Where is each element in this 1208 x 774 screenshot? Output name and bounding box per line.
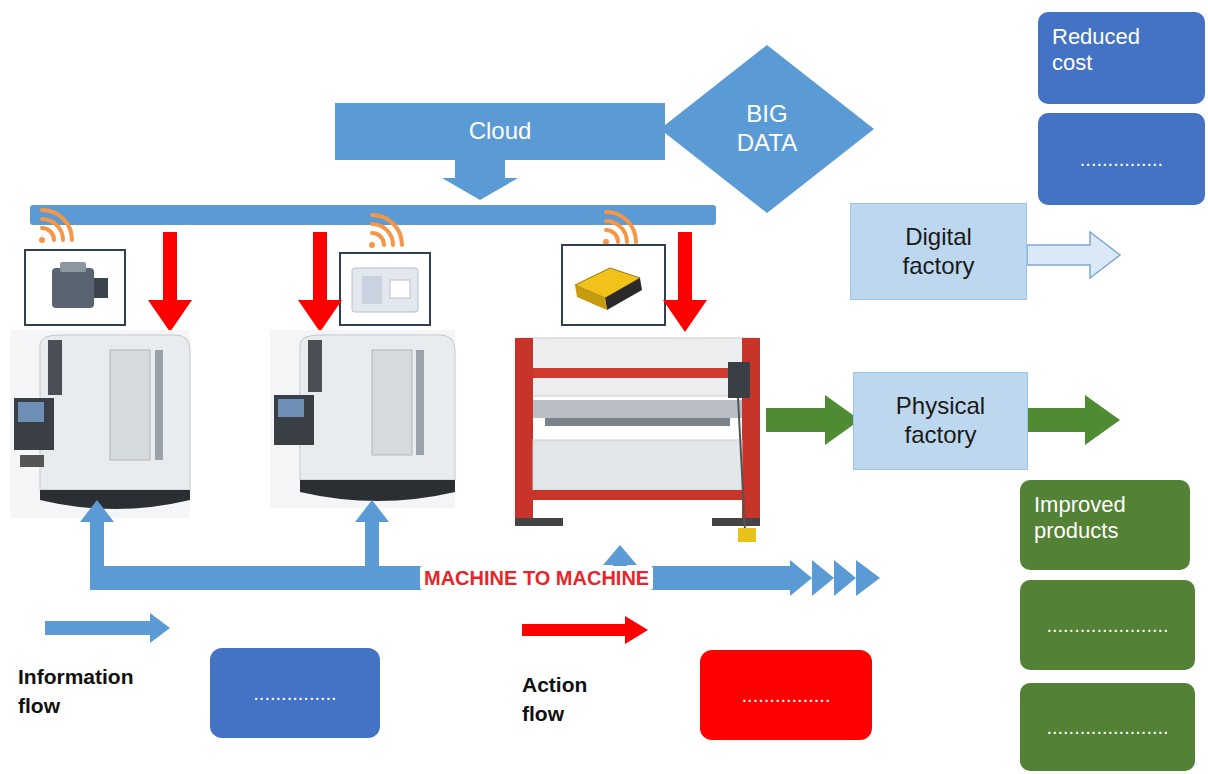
digital-output-arrow (1027, 232, 1120, 278)
node-text: ............... (1080, 147, 1163, 171)
node-text: ................ (742, 683, 831, 707)
benefit-box: Reduced cost (1038, 12, 1205, 104)
physical-output-arrow (1028, 395, 1120, 445)
milling-machine (10, 330, 190, 518)
sensor-boxes (25, 245, 665, 325)
node-text: Digital factory (869, 223, 1009, 281)
result-box: ...................... (1020, 580, 1195, 670)
machine-to-machine-band (80, 500, 880, 596)
information-box: ............... (210, 648, 380, 738)
factory-box: Digital factory (850, 203, 1027, 300)
node-text: Reduced cost (1052, 24, 1162, 77)
result-box: ...................... (1020, 683, 1195, 771)
node-text: ...................... (1046, 613, 1168, 637)
benefit-box: ............... (1038, 113, 1205, 205)
press-brake (515, 338, 760, 542)
milling-machine (270, 330, 455, 508)
result-box: Improved products (1020, 480, 1190, 570)
decision-diamond: BIG DATA (660, 45, 874, 213)
action-box: ................ (700, 650, 872, 740)
action-arrows (148, 232, 707, 332)
cloud-pointer (442, 160, 518, 200)
node-text: BIG DATA (717, 100, 817, 158)
information-flow-sample (45, 613, 170, 643)
legend-text: Action flow (522, 670, 622, 729)
factory-box: Physical factory (853, 372, 1028, 470)
node-text: ............... (253, 681, 336, 705)
flow-label: MACHINE TO MACHINE (420, 566, 653, 590)
physical-input-arrow (766, 395, 860, 445)
node-text: ...................... (1046, 715, 1168, 739)
legend-text: Information flow (18, 662, 178, 721)
diamond-shape (660, 45, 874, 213)
node-text: Improved products (1034, 492, 1154, 545)
node-text: Physical factory (871, 392, 1011, 450)
cloud-box: Cloud (335, 103, 665, 160)
wifi-icons (39, 210, 636, 248)
action-flow-sample (522, 616, 648, 644)
node-text: Cloud (469, 117, 532, 146)
